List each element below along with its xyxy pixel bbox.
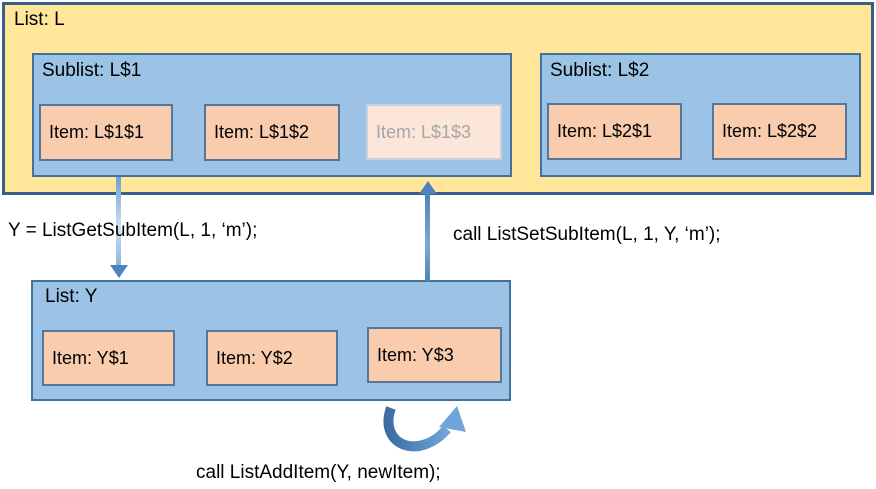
sublist-l2-label: Sublist: L$2 (550, 60, 650, 81)
list-y-label: List: Y (45, 286, 98, 307)
item-y-2: Item: Y$2 (206, 330, 338, 386)
item-y-1: Item: Y$1 (42, 330, 175, 386)
item-l2-2: Item: L$2$2 (712, 103, 847, 160)
caption-get-subitem: Y = ListGetSubItem(L, 1, ‘m’); (8, 220, 258, 241)
caption-add-item: call ListAddItem(Y, newItem); (196, 462, 441, 483)
item-l1-3-faded: Item: L$1$3 (366, 104, 502, 160)
sublist-l1-label: Sublist: L$1 (42, 60, 142, 81)
list-l-label: List: L (14, 9, 65, 30)
curved-arrow-icon (383, 406, 466, 452)
item-l1-2: Item: L$1$2 (204, 104, 340, 161)
item-y-3: Item: Y$3 (367, 327, 502, 383)
item-l1-1: Item: L$1$1 (39, 104, 173, 161)
caption-set-subitem: call ListSetSubItem(L, 1, Y, ‘m’); (453, 224, 721, 245)
item-l2-1: Item: L$2$1 (547, 103, 682, 160)
